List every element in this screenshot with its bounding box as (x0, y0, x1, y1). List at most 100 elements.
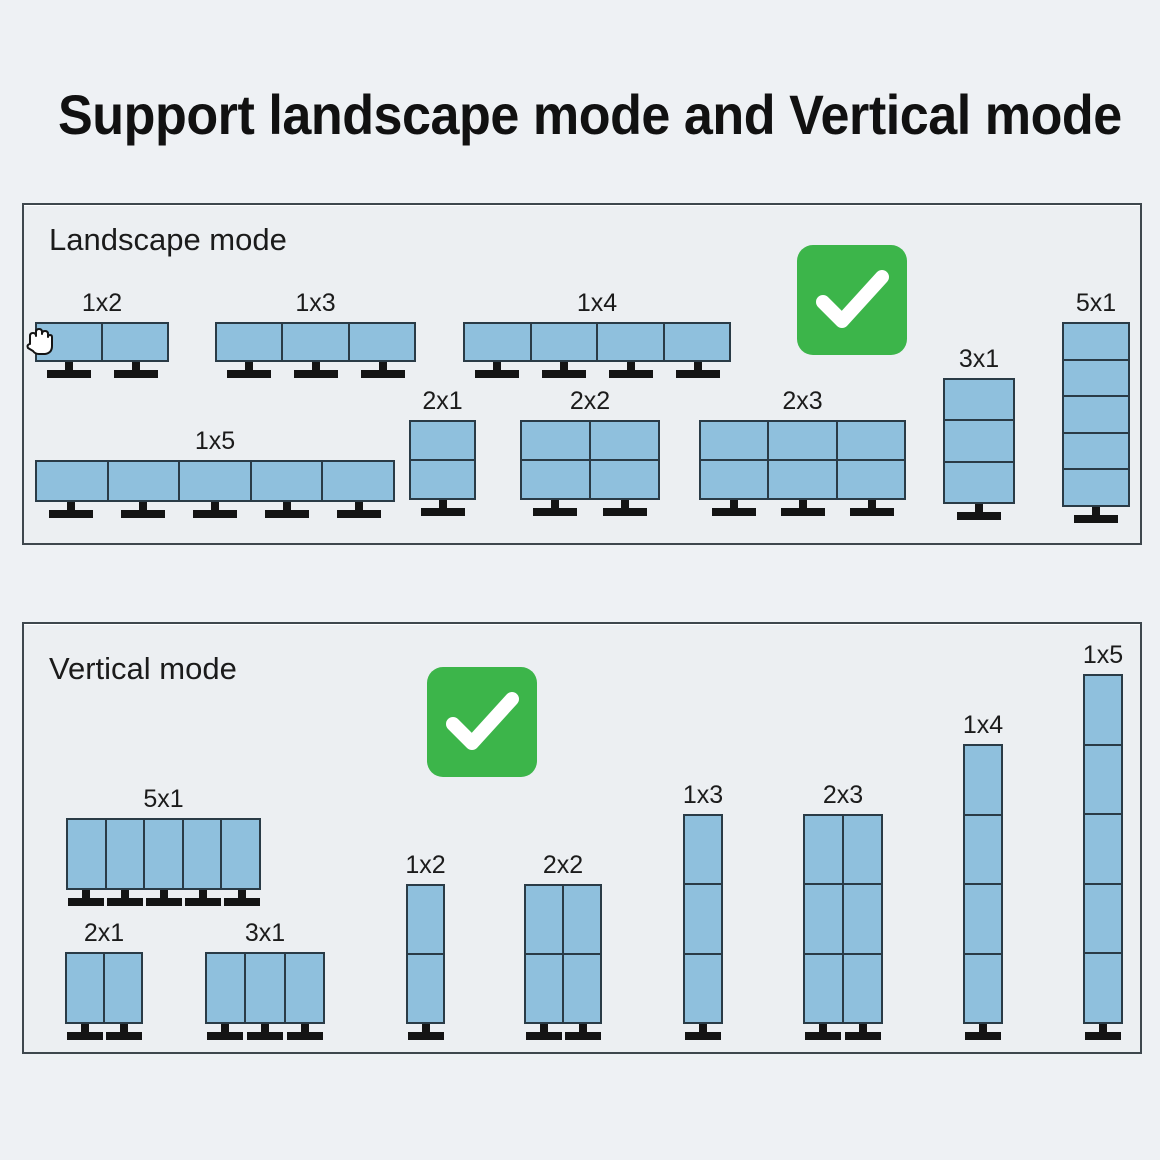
monitor-cell[interactable] (522, 461, 589, 498)
monitor-cell[interactable] (1085, 884, 1121, 953)
monitor-cell[interactable] (1064, 397, 1128, 432)
monitor-cell[interactable] (598, 324, 663, 360)
monitor-cell[interactable] (465, 324, 530, 360)
monitor-cell[interactable] (564, 955, 600, 1022)
monitor-cell[interactable] (805, 816, 842, 884)
monitor-cell[interactable] (837, 461, 904, 498)
vertical-layout-2x3[interactable]: 2x3 (803, 781, 883, 1040)
vertical-layout-2x2[interactable]: 2x2 (524, 851, 602, 1040)
monitor-cell[interactable] (965, 815, 1001, 883)
monitor-grid[interactable] (1083, 674, 1123, 1024)
monitor-cell[interactable] (591, 422, 658, 459)
monitor-grid[interactable] (683, 814, 723, 1024)
vertical-layout-2x1[interactable]: 2x1 (65, 919, 143, 1040)
vertical-layout-1x5[interactable]: 1x5 (1083, 641, 1123, 1040)
monitor-cell[interactable] (103, 324, 167, 360)
vertical-layout-5x1[interactable]: 5x1 (66, 785, 261, 906)
vertical-layout-1x2[interactable]: 1x2 (405, 851, 446, 1040)
landscape-layout-2x3[interactable]: 2x3 (699, 387, 906, 516)
monitor-cell[interactable] (207, 954, 245, 1022)
monitor-grid[interactable] (524, 884, 602, 1024)
monitor-cell[interactable] (1085, 745, 1121, 814)
monitor-cell[interactable] (526, 955, 562, 1022)
monitor-cell[interactable] (837, 422, 904, 459)
monitor-cell[interactable] (685, 954, 721, 1022)
monitor-grid[interactable] (943, 378, 1015, 504)
monitor-cell[interactable] (685, 816, 721, 884)
monitor-cell[interactable] (408, 955, 443, 1022)
monitor-cell[interactable] (769, 461, 836, 498)
monitor-cell[interactable] (180, 462, 250, 500)
monitor-grid[interactable] (1062, 322, 1130, 507)
monitor-cell[interactable] (965, 885, 1001, 953)
monitor-cell[interactable] (844, 816, 881, 884)
landscape-layout-1x3[interactable]: 1x3 (215, 289, 416, 378)
monitor-cell[interactable] (1064, 360, 1128, 396)
monitor-cell[interactable] (37, 462, 107, 500)
landscape-layout-2x1[interactable]: 2x1 (409, 387, 476, 516)
monitor-grid[interactable] (463, 322, 731, 362)
monitor-cell[interactable] (701, 422, 768, 459)
monitor-cell[interactable] (965, 746, 1001, 814)
monitor-grid[interactable] (699, 420, 906, 500)
monitor-grid[interactable] (65, 952, 143, 1024)
monitor-cell[interactable] (68, 820, 105, 888)
monitor-cell[interactable] (222, 820, 259, 888)
monitor-cell[interactable] (526, 886, 562, 953)
monitor-grid[interactable] (205, 952, 325, 1024)
monitor-cell[interactable] (769, 422, 836, 459)
monitor-cell[interactable] (105, 954, 141, 1022)
monitor-cell[interactable] (1064, 433, 1128, 469)
monitor-grid[interactable] (215, 322, 416, 362)
monitor-grid[interactable] (35, 322, 169, 362)
landscape-layout-1x2[interactable]: 1x2 (35, 289, 169, 378)
monitor-cell[interactable] (1085, 954, 1121, 1022)
monitor-cell[interactable] (283, 324, 348, 360)
monitor-cell[interactable] (251, 462, 322, 500)
monitor-cell[interactable] (664, 324, 729, 360)
monitor-cell[interactable] (945, 421, 1013, 461)
monitor-cell[interactable] (701, 461, 768, 498)
monitor-cell[interactable] (945, 380, 1013, 420)
monitor-grid[interactable] (406, 884, 445, 1024)
monitor-cell[interactable] (145, 820, 182, 888)
monitor-cell[interactable] (564, 886, 600, 953)
monitor-cell[interactable] (411, 461, 474, 498)
monitor-cell[interactable] (323, 462, 393, 500)
monitor-cell[interactable] (285, 954, 323, 1022)
monitor-cell[interactable] (411, 422, 474, 459)
monitor-grid[interactable] (35, 460, 395, 502)
monitor-cell[interactable] (591, 461, 658, 498)
monitor-grid[interactable] (520, 420, 660, 500)
vertical-layout-1x4[interactable]: 1x4 (963, 711, 1003, 1040)
monitor-cell[interactable] (531, 324, 596, 360)
monitor-cell[interactable] (1085, 815, 1121, 883)
monitor-cell[interactable] (844, 954, 881, 1022)
monitor-cell[interactable] (183, 820, 221, 888)
monitor-grid[interactable] (963, 744, 1003, 1024)
monitor-cell[interactable] (965, 954, 1001, 1022)
monitor-cell[interactable] (106, 820, 144, 888)
vertical-layout-1x3[interactable]: 1x3 (683, 781, 723, 1040)
landscape-layout-1x5[interactable]: 1x5 (35, 427, 395, 518)
monitor-cell[interactable] (685, 885, 721, 953)
landscape-layout-5x1[interactable]: 5x1 (1062, 289, 1130, 523)
monitor-cell[interactable] (349, 324, 414, 360)
monitor-cell[interactable] (408, 886, 443, 953)
monitor-cell[interactable] (1064, 324, 1128, 359)
monitor-cell[interactable] (246, 954, 284, 1022)
monitor-grid[interactable] (66, 818, 261, 890)
landscape-layout-1x4[interactable]: 1x4 (463, 289, 731, 378)
monitor-cell[interactable] (67, 954, 103, 1022)
monitor-grid[interactable] (803, 814, 883, 1024)
monitor-cell[interactable] (1085, 676, 1121, 744)
monitor-cell[interactable] (805, 954, 842, 1022)
monitor-grid[interactable] (409, 420, 476, 500)
landscape-layout-3x1[interactable]: 3x1 (943, 345, 1015, 520)
monitor-cell[interactable] (1064, 470, 1128, 505)
landscape-layout-2x2[interactable]: 2x2 (520, 387, 660, 516)
monitor-cell[interactable] (805, 885, 842, 953)
monitor-cell[interactable] (217, 324, 282, 360)
vertical-layout-3x1[interactable]: 3x1 (205, 919, 325, 1040)
monitor-cell[interactable] (522, 422, 589, 459)
